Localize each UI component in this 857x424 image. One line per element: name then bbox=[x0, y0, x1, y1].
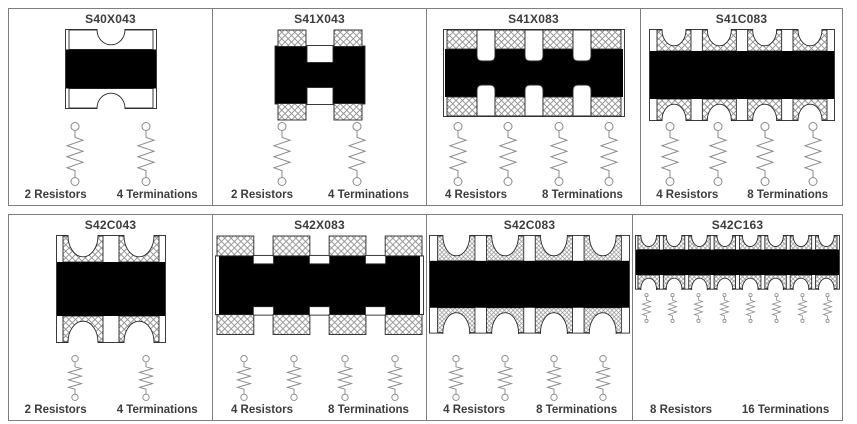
panel-s40x043: S40X043 2 Resistors 4 Terminations bbox=[8, 8, 213, 206]
resistor-symbol-icon bbox=[821, 292, 834, 323]
panel-labels: 4 Resistors 8 Terminations bbox=[427, 186, 640, 205]
resistor-symbol-icon bbox=[383, 355, 407, 401]
terminations-count-label: 16 Terminations bbox=[741, 404, 830, 416]
resistors-count-label: 2 Resistors bbox=[24, 189, 87, 201]
resistor-symbol-icon bbox=[640, 292, 653, 323]
package-title: S42X083 bbox=[294, 218, 345, 232]
resistors-count-label: 4 Resistors bbox=[444, 189, 507, 201]
resistor-symbol-icon bbox=[268, 122, 296, 186]
package-drawing-icon bbox=[442, 29, 625, 117]
resistor-symbol-icon bbox=[282, 355, 306, 401]
resistor-symbols bbox=[646, 122, 837, 186]
panel-labels: 4 Resistors 8 Terminations bbox=[641, 186, 842, 205]
package-title: S41X083 bbox=[508, 12, 559, 26]
resistor-symbol-icon bbox=[444, 355, 468, 401]
resistor-symbol-icon bbox=[656, 122, 684, 186]
resistor-symbol-icon bbox=[134, 355, 158, 401]
package-drawing-icon bbox=[648, 29, 835, 121]
package-title: S41X043 bbox=[294, 12, 345, 26]
package-title: S42C163 bbox=[711, 218, 764, 232]
package-drawing-icon bbox=[272, 29, 368, 121]
resistor-symbols bbox=[245, 122, 394, 186]
package-drawing-icon bbox=[635, 235, 840, 290]
panel-s42c163: S42C163 8 Resistors 16 Terminations bbox=[633, 214, 843, 421]
terminations-count-label: 8 Terminations bbox=[747, 189, 829, 201]
panel-s41c083: S41C083 4 Resistors 8 Terminations bbox=[641, 8, 843, 206]
resistor-symbol-icon bbox=[770, 292, 783, 323]
panel-labels: 2 Resistors 4 Terminations bbox=[9, 186, 212, 205]
package-title: S42C043 bbox=[84, 218, 137, 232]
resistor-symbol-icon bbox=[704, 122, 732, 186]
package-title: S41C083 bbox=[715, 12, 768, 26]
terminations-count-label: 8 Terminations bbox=[542, 189, 623, 201]
resistor-symbol-icon bbox=[718, 292, 731, 323]
resistor-symbol-icon bbox=[494, 122, 522, 186]
resistor-symbol-icon bbox=[796, 292, 809, 323]
panel-s41x043: S41X043 2 Resistors 4 Terminations bbox=[213, 8, 427, 206]
resistors-count-label: 4 Resistors bbox=[443, 404, 506, 416]
resistor-symbol-icon bbox=[751, 122, 779, 186]
terminations-count-label: 4 Terminations bbox=[116, 189, 198, 201]
resistors-count-label: 8 Resistors bbox=[650, 404, 713, 416]
panel-labels: 8 Resistors 16 Terminations bbox=[633, 401, 842, 420]
panel-labels: 2 Resistors 4 Terminations bbox=[213, 186, 426, 205]
resistor-symbol-icon bbox=[493, 355, 517, 401]
resistor-symbols bbox=[39, 122, 181, 186]
resistor-symbol-icon bbox=[591, 355, 615, 401]
resistor-symbol-icon bbox=[692, 292, 705, 323]
panel-labels: 4 Resistors 8 Terminations bbox=[427, 401, 632, 420]
resistors-count-label: 4 Resistors bbox=[656, 189, 719, 201]
resistor-symbol-icon bbox=[799, 122, 827, 186]
resistor-symbol-icon bbox=[132, 122, 160, 186]
resistor-symbols bbox=[39, 355, 181, 401]
resistors-count-label: 4 Resistors bbox=[230, 404, 293, 416]
resistors-count-label: 2 Resistors bbox=[230, 189, 293, 201]
terminations-count-label: 8 Terminations bbox=[328, 404, 409, 416]
figure-row-1: S40X043 2 Resistors 4 Terminations S41X0… bbox=[8, 8, 843, 206]
resistor-symbol-icon bbox=[545, 122, 573, 186]
terminations-count-label: 4 Terminations bbox=[116, 404, 198, 416]
resistor-symbol-icon bbox=[744, 292, 757, 323]
resistor-symbol-icon bbox=[666, 292, 679, 323]
panel-s42c043: S42C043 2 Resistors 4 Terminations bbox=[8, 214, 213, 421]
resistors-count-label: 2 Resistors bbox=[24, 404, 87, 416]
panel-s42c083: S42C083 4 Resistors 8 Terminations bbox=[427, 214, 633, 421]
resistor-symbol-icon bbox=[542, 355, 566, 401]
package-drawing-icon bbox=[55, 235, 166, 343]
resistor-symbol-icon bbox=[232, 355, 256, 401]
panel-labels: 4 Resistors 8 Terminations bbox=[213, 401, 426, 420]
resistor-symbols bbox=[218, 355, 420, 401]
package-drawing-icon bbox=[64, 29, 157, 109]
panel-s42x083: S42X083 4 Resistors 8 Terminations bbox=[213, 214, 427, 421]
resistor-symbol-icon bbox=[333, 355, 357, 401]
package-title: S42C083 bbox=[503, 218, 556, 232]
resistor-symbols bbox=[634, 292, 841, 323]
resistor-symbol-icon bbox=[444, 122, 472, 186]
package-drawing-icon bbox=[429, 235, 630, 334]
panel-s41x083: S41X083 4 Resistors 8 Terminations bbox=[427, 8, 641, 206]
resistor-symbol-icon bbox=[343, 122, 371, 186]
resistor-symbol-icon bbox=[61, 122, 89, 186]
terminations-count-label: 8 Terminations bbox=[536, 404, 618, 416]
resistor-symbol-icon bbox=[63, 355, 87, 401]
figure-row-2: S42C043 2 Resistors 4 Terminations S42X0… bbox=[8, 214, 843, 421]
package-drawing-icon bbox=[215, 235, 424, 336]
package-title: S40X043 bbox=[85, 12, 136, 26]
resistor-symbol-icon bbox=[595, 122, 623, 186]
panel-labels: 2 Resistors 4 Terminations bbox=[9, 401, 212, 420]
terminations-count-label: 4 Terminations bbox=[328, 189, 409, 201]
resistor-symbols bbox=[432, 355, 627, 401]
resistor-symbols bbox=[432, 122, 634, 186]
